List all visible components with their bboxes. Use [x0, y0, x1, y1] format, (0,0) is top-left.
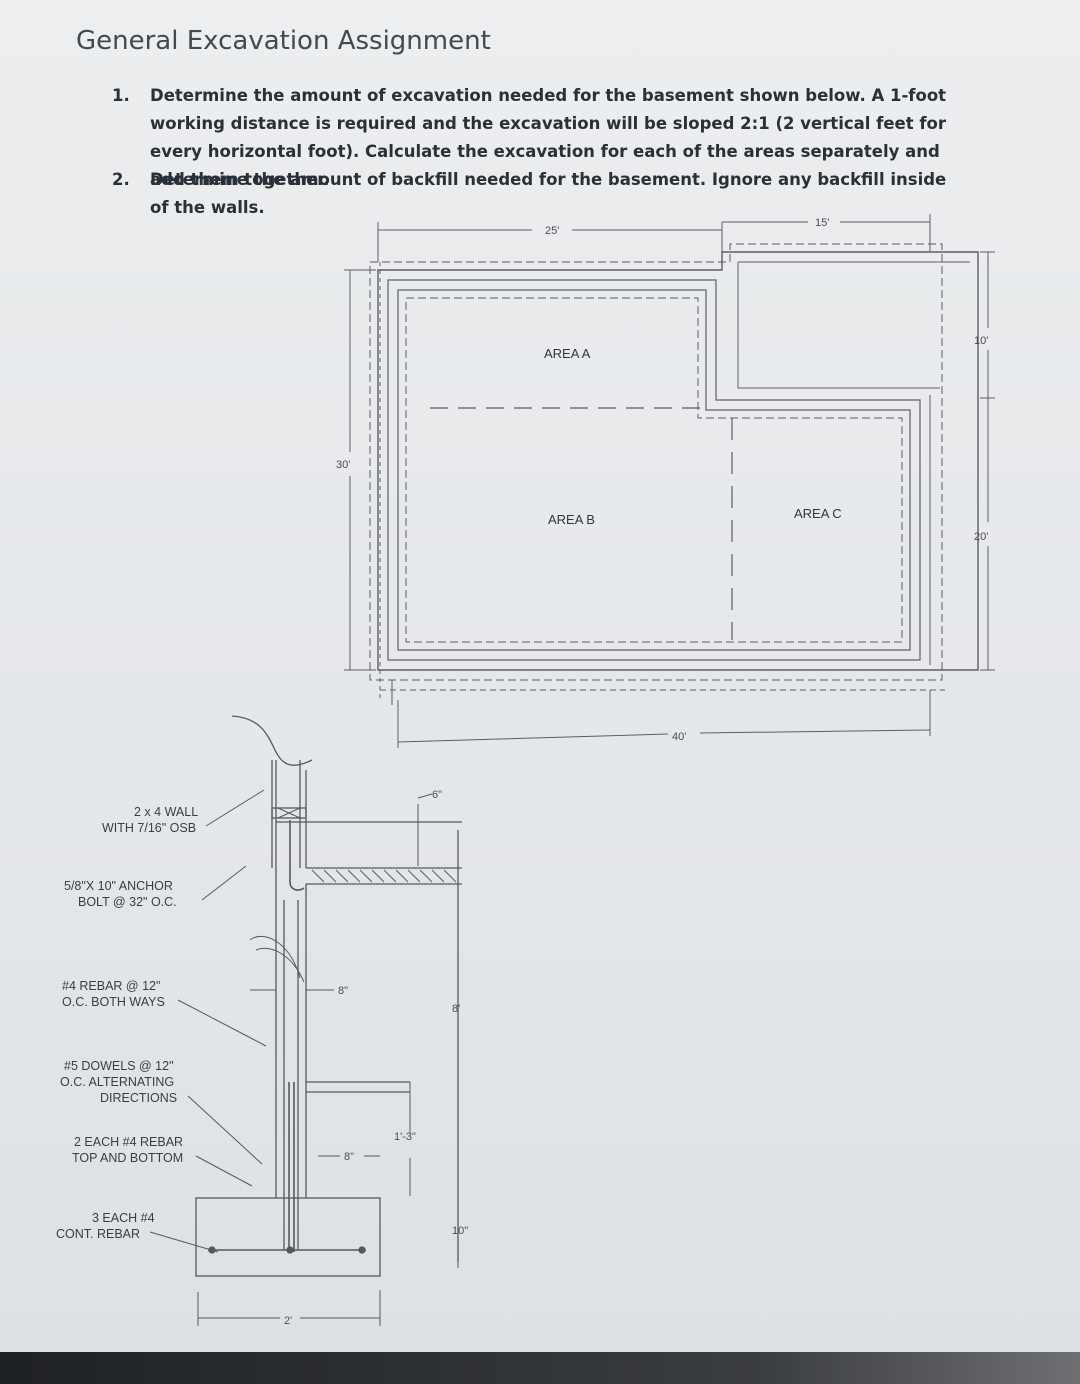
section-callouts: 2 x 4 WALL WITH 7/16" OSB 5/8"X 10" ANCH…: [56, 805, 198, 1241]
section-dimension-lines: [197, 793, 459, 1326]
callout-wall-line1: 2 x 4 WALL: [134, 805, 198, 819]
construction-drawing: 25' 15' 10' 20' 30' 40' AREA A AREA B AR…: [56, 214, 995, 1327]
dim-30ft: 30': [336, 459, 350, 471]
callout-three-line2: CONT. REBAR: [56, 1227, 140, 1241]
dim-40ft: 40': [672, 731, 686, 743]
callout-dowels-line3: DIRECTIONS: [100, 1091, 177, 1105]
dim-15ft: 15': [815, 217, 829, 229]
dim-8ft-height: 8': [452, 1003, 460, 1015]
callout-dowels-line1: #5 DOWELS @ 12": [64, 1059, 174, 1073]
dim-20ft: 20': [974, 531, 988, 543]
callout-bolt-line2: BOLT @ 32" O.C.: [78, 895, 177, 909]
dim-2ft: 2': [284, 1315, 292, 1327]
dim-6in-top: 6": [432, 789, 442, 801]
dim-25ft: 25': [545, 225, 559, 237]
plan-dimension-lines: [344, 214, 995, 748]
callout-bolt-line1: 5/8"X 10" ANCHOR: [64, 879, 173, 893]
question-1: 1. Determine the amount of excavation ne…: [112, 82, 972, 194]
monitor-edge: [0, 1352, 1080, 1384]
question-2-number: 2.: [112, 170, 130, 189]
dim-10ft: 10': [974, 335, 988, 347]
question-1-text: Determine the amount of excavation neede…: [150, 86, 947, 189]
page-title: General Excavation Assignment: [76, 26, 491, 56]
callout-rebar-line1: #4 REBAR @ 12": [62, 979, 160, 993]
dim-1ft-3in: 1'-3": [394, 1131, 416, 1143]
callout-two-line2: TOP AND BOTTOM: [72, 1151, 183, 1165]
area-c-label: AREA C: [794, 506, 842, 521]
callout-leaders: [149, 789, 267, 1253]
callout-three-line1: 3 EACH #4: [92, 1211, 155, 1225]
dim-8in-footing: 8": [344, 1151, 354, 1163]
dim-10in: 10": [452, 1225, 468, 1237]
question-2: 2. Determine the amount of backfill need…: [112, 166, 952, 222]
callout-rebar-line2: O.C. BOTH WAYS: [62, 995, 165, 1009]
area-a-label: AREA A: [544, 346, 591, 361]
dim-8in-wall: 8": [338, 985, 348, 997]
area-b-label: AREA B: [548, 512, 595, 527]
callout-two-line1: 2 EACH #4 REBAR: [74, 1135, 183, 1149]
document-page: [0, 0, 1080, 1352]
question-2-text: Determine the amount of backfill needed …: [150, 170, 947, 217]
callout-wall-line2: WITH 7/16" OSB: [102, 821, 196, 835]
basement-floor-plan: [369, 243, 979, 705]
wall-section-detail: [195, 715, 462, 1277]
question-1-number: 1.: [112, 86, 130, 105]
callout-dowels-line2: O.C. ALTERNATING: [60, 1075, 174, 1089]
